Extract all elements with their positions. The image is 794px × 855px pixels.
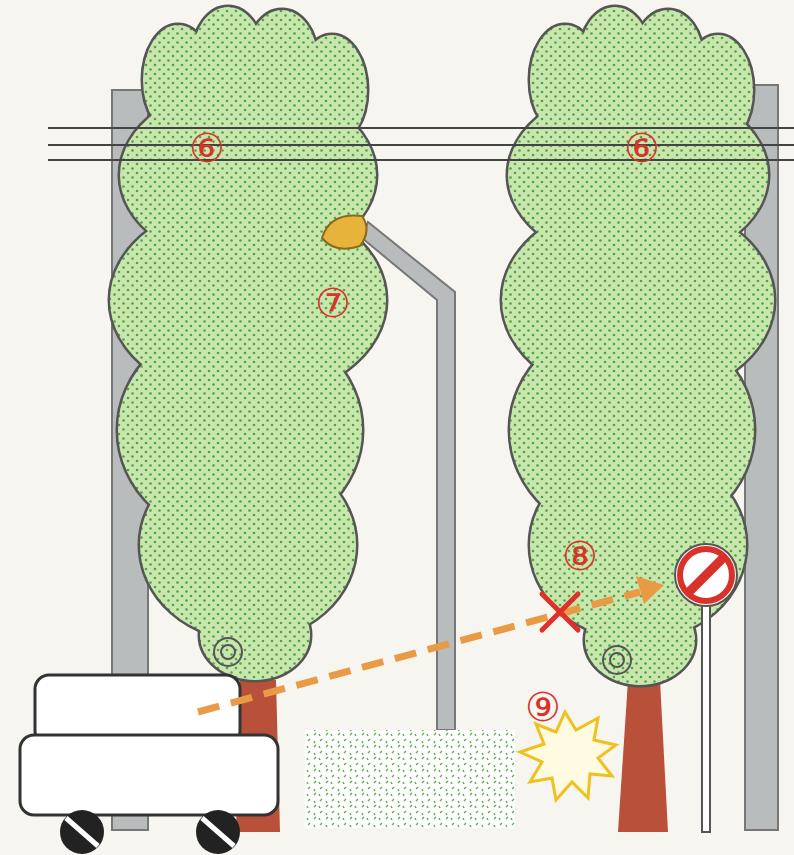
tree-trunk: [618, 680, 668, 832]
callout-number: ⑥: [624, 128, 660, 168]
sight-line: [198, 576, 664, 712]
tree-crown-outline: [502, 7, 774, 685]
tree-crown: [502, 7, 774, 685]
blocked-mark: [542, 594, 578, 630]
callout-number: ⑨: [525, 687, 561, 727]
branch-knot: [214, 638, 631, 674]
shrub: [305, 730, 515, 828]
tree-crown: [110, 7, 386, 680]
tree-crown-outline: [110, 7, 386, 680]
power-line: [48, 128, 794, 160]
callout-number: ⑦: [315, 283, 351, 323]
no-entry-sign: [675, 544, 737, 832]
callout-number: ⑧: [562, 536, 598, 576]
callout-number: ⑥: [189, 128, 225, 168]
